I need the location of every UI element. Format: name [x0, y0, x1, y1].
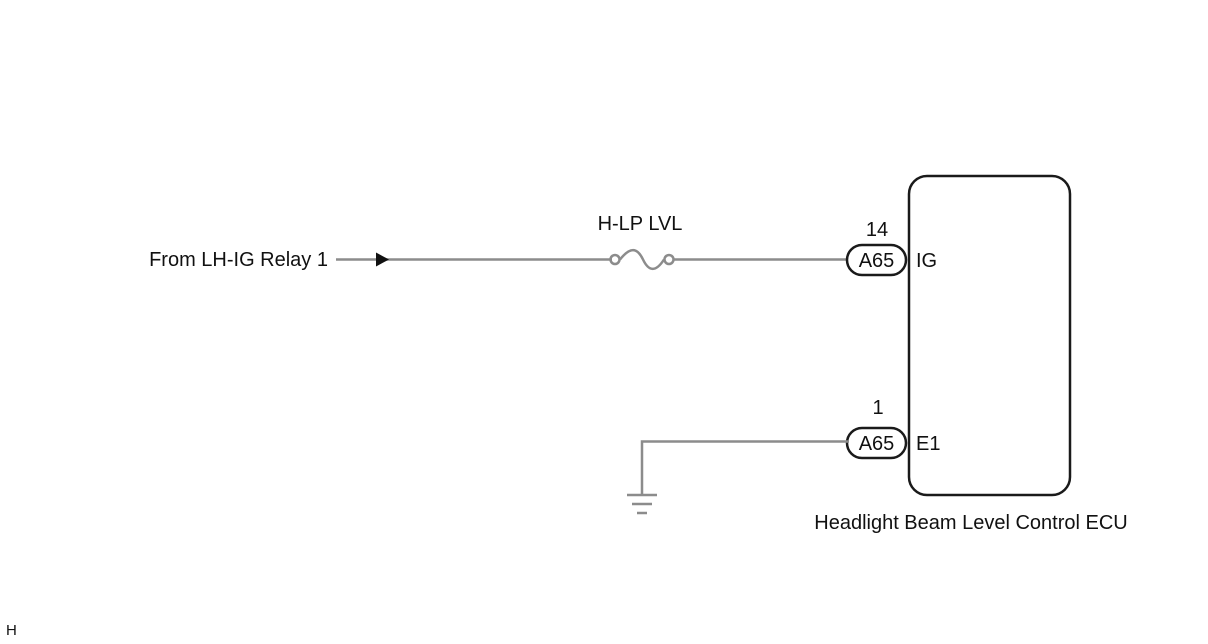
source-arrow-icon	[376, 252, 389, 267]
connector-badge-ig	[845, 243, 908, 277]
ecu-label: Headlight Beam Level Control ECU	[814, 512, 1128, 534]
terminal-label-e1: E1	[916, 433, 940, 455]
ecu-box	[907, 174, 1072, 497]
source-label: From LH-IG Relay 1	[149, 249, 328, 271]
connector-badge-e1	[845, 426, 908, 460]
ground-wire	[640, 440, 849, 494]
terminal-label-ig: IG	[916, 250, 937, 272]
corner-mark: H	[6, 622, 17, 639]
fuse-label: H-LP LVL	[598, 213, 683, 235]
pin-number-e1: 1	[872, 397, 883, 419]
pin-number-ig: 14	[866, 219, 888, 241]
ground-icon	[627, 493, 657, 515]
fuse-symbol	[609, 248, 675, 271]
connector-code-e1: A65	[859, 433, 895, 455]
connector-code-ig: A65	[859, 250, 895, 272]
